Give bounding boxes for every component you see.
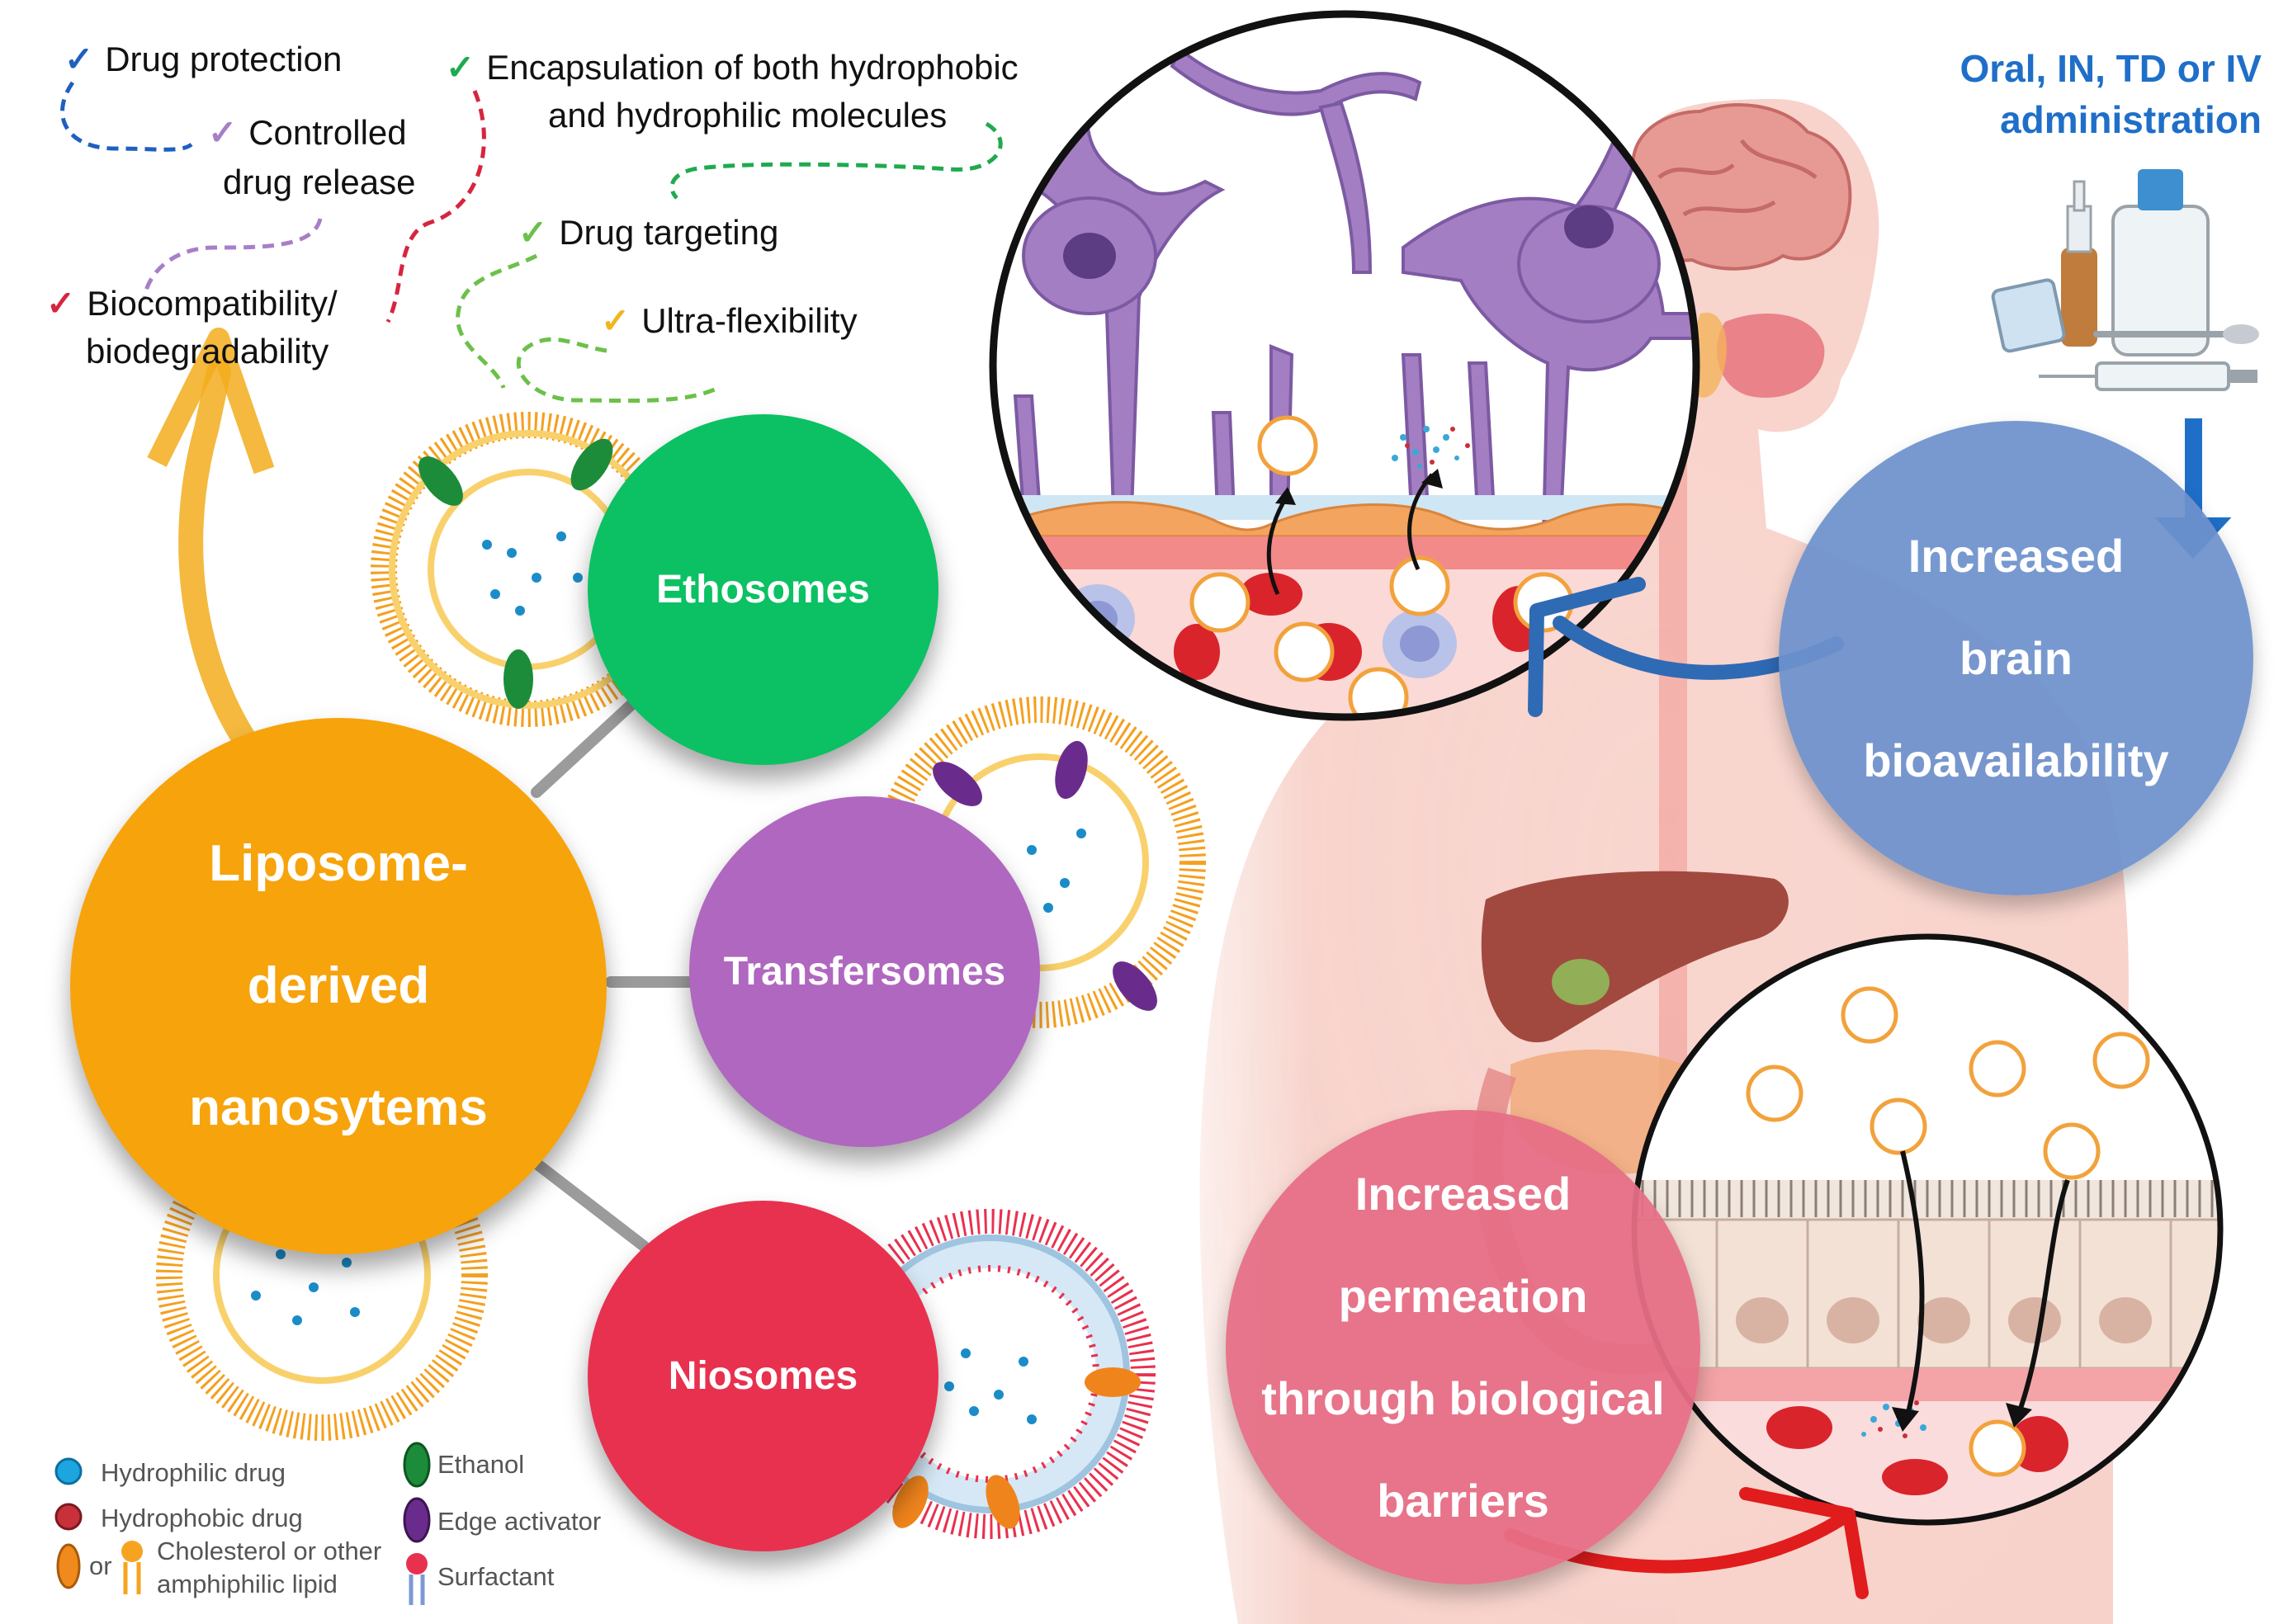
hydrophilic-drug-icon: [54, 1457, 83, 1485]
transfersomes-node: Transfersomes: [689, 796, 1040, 1147]
bottle-icon: [2111, 169, 2210, 356]
spoon-icon: [2093, 324, 2259, 344]
cholesterol-icon: [56, 1543, 81, 1589]
legend-or: or: [89, 1551, 112, 1580]
patch-icon: [1991, 278, 2066, 353]
ethanol-icon: [403, 1442, 431, 1488]
legend-ethanol: Ethanol: [437, 1450, 525, 1479]
transport-arrow-4: [2016, 1178, 2070, 1417]
benefit-biodegradability: biodegradability: [86, 332, 329, 371]
check-icon: ✓: [446, 48, 475, 87]
check-icon: ✓: [208, 113, 238, 152]
transport-arrow-2: [1407, 473, 1434, 571]
check-icon: ✓: [64, 40, 94, 78]
administration-products: [1991, 169, 2259, 391]
benefit-controlled-release: ✓Controlled: [208, 113, 407, 152]
blood-brain-barrier-inset: [989, 10, 1700, 721]
legend-surfactant: Surfactant: [437, 1562, 555, 1591]
legend-cholesterol-line1: Cholesterol or other: [157, 1537, 382, 1565]
oral-cavity: [1717, 314, 1825, 398]
increased-brain-bioavailability-node: Increased brain bioavailability: [1779, 421, 2253, 895]
liposome-derived-nanosystems-node: Liposome- derived nanosytems: [70, 718, 607, 1254]
intestinal-barrier-inset: [1631, 933, 2224, 1526]
niosomes-node: Niosomes: [588, 1201, 938, 1551]
legend-cholesterol-line2: amphiphilic lipid: [157, 1570, 338, 1598]
benefit-biocompatibility: ✓Biocompatibility/: [46, 284, 338, 323]
amphiphilic-lipid-icon: [121, 1541, 143, 1594]
benefit-ultra-flexibility: ✓Ultra-flexibility: [601, 301, 858, 340]
transport-arrow-3: [1900, 1150, 1925, 1420]
benefit-drug-protection: ✓Drug protection: [64, 40, 343, 78]
administration-heading: Oral, IN, TD or IV administration: [1959, 47, 2262, 141]
nasal-spray-icon: [2061, 180, 2097, 347]
hydrophobic-drug-icon: [54, 1503, 83, 1531]
benefit-controlled-release-line2: drug release: [223, 163, 416, 201]
syringe-icon: [2039, 361, 2257, 391]
check-icon: ✓: [601, 301, 631, 340]
transport-arrow-1: [1266, 493, 1290, 596]
benefit-encapsulation: ✓Encapsulation of both hydrophobic: [446, 48, 1019, 87]
esophagus: [1659, 429, 1687, 1172]
liver-icon: [1481, 871, 1789, 1043]
brain-icon: [1631, 103, 1852, 271]
benefit-encapsulation-line2: and hydrophilic molecules: [548, 96, 948, 135]
legend-hydrophobic: Hydrophobic drug: [101, 1504, 303, 1532]
increased-permeation-node: Increased permeation through biological …: [1226, 1110, 1700, 1584]
check-icon: ✓: [518, 213, 548, 252]
check-icon: ✓: [46, 284, 76, 323]
benefit-drug-targeting: ✓Drug targeting: [518, 213, 779, 252]
benefit-connector-lines: [60, 81, 1003, 404]
edge-activator-icon: [403, 1497, 431, 1543]
legend-edge-activator: Edge activator: [437, 1507, 602, 1536]
surfactant-icon: [406, 1553, 428, 1605]
ethosomes-node: Ethosomes: [588, 414, 938, 765]
legend-hydrophilic: Hydrophilic drug: [101, 1458, 286, 1487]
